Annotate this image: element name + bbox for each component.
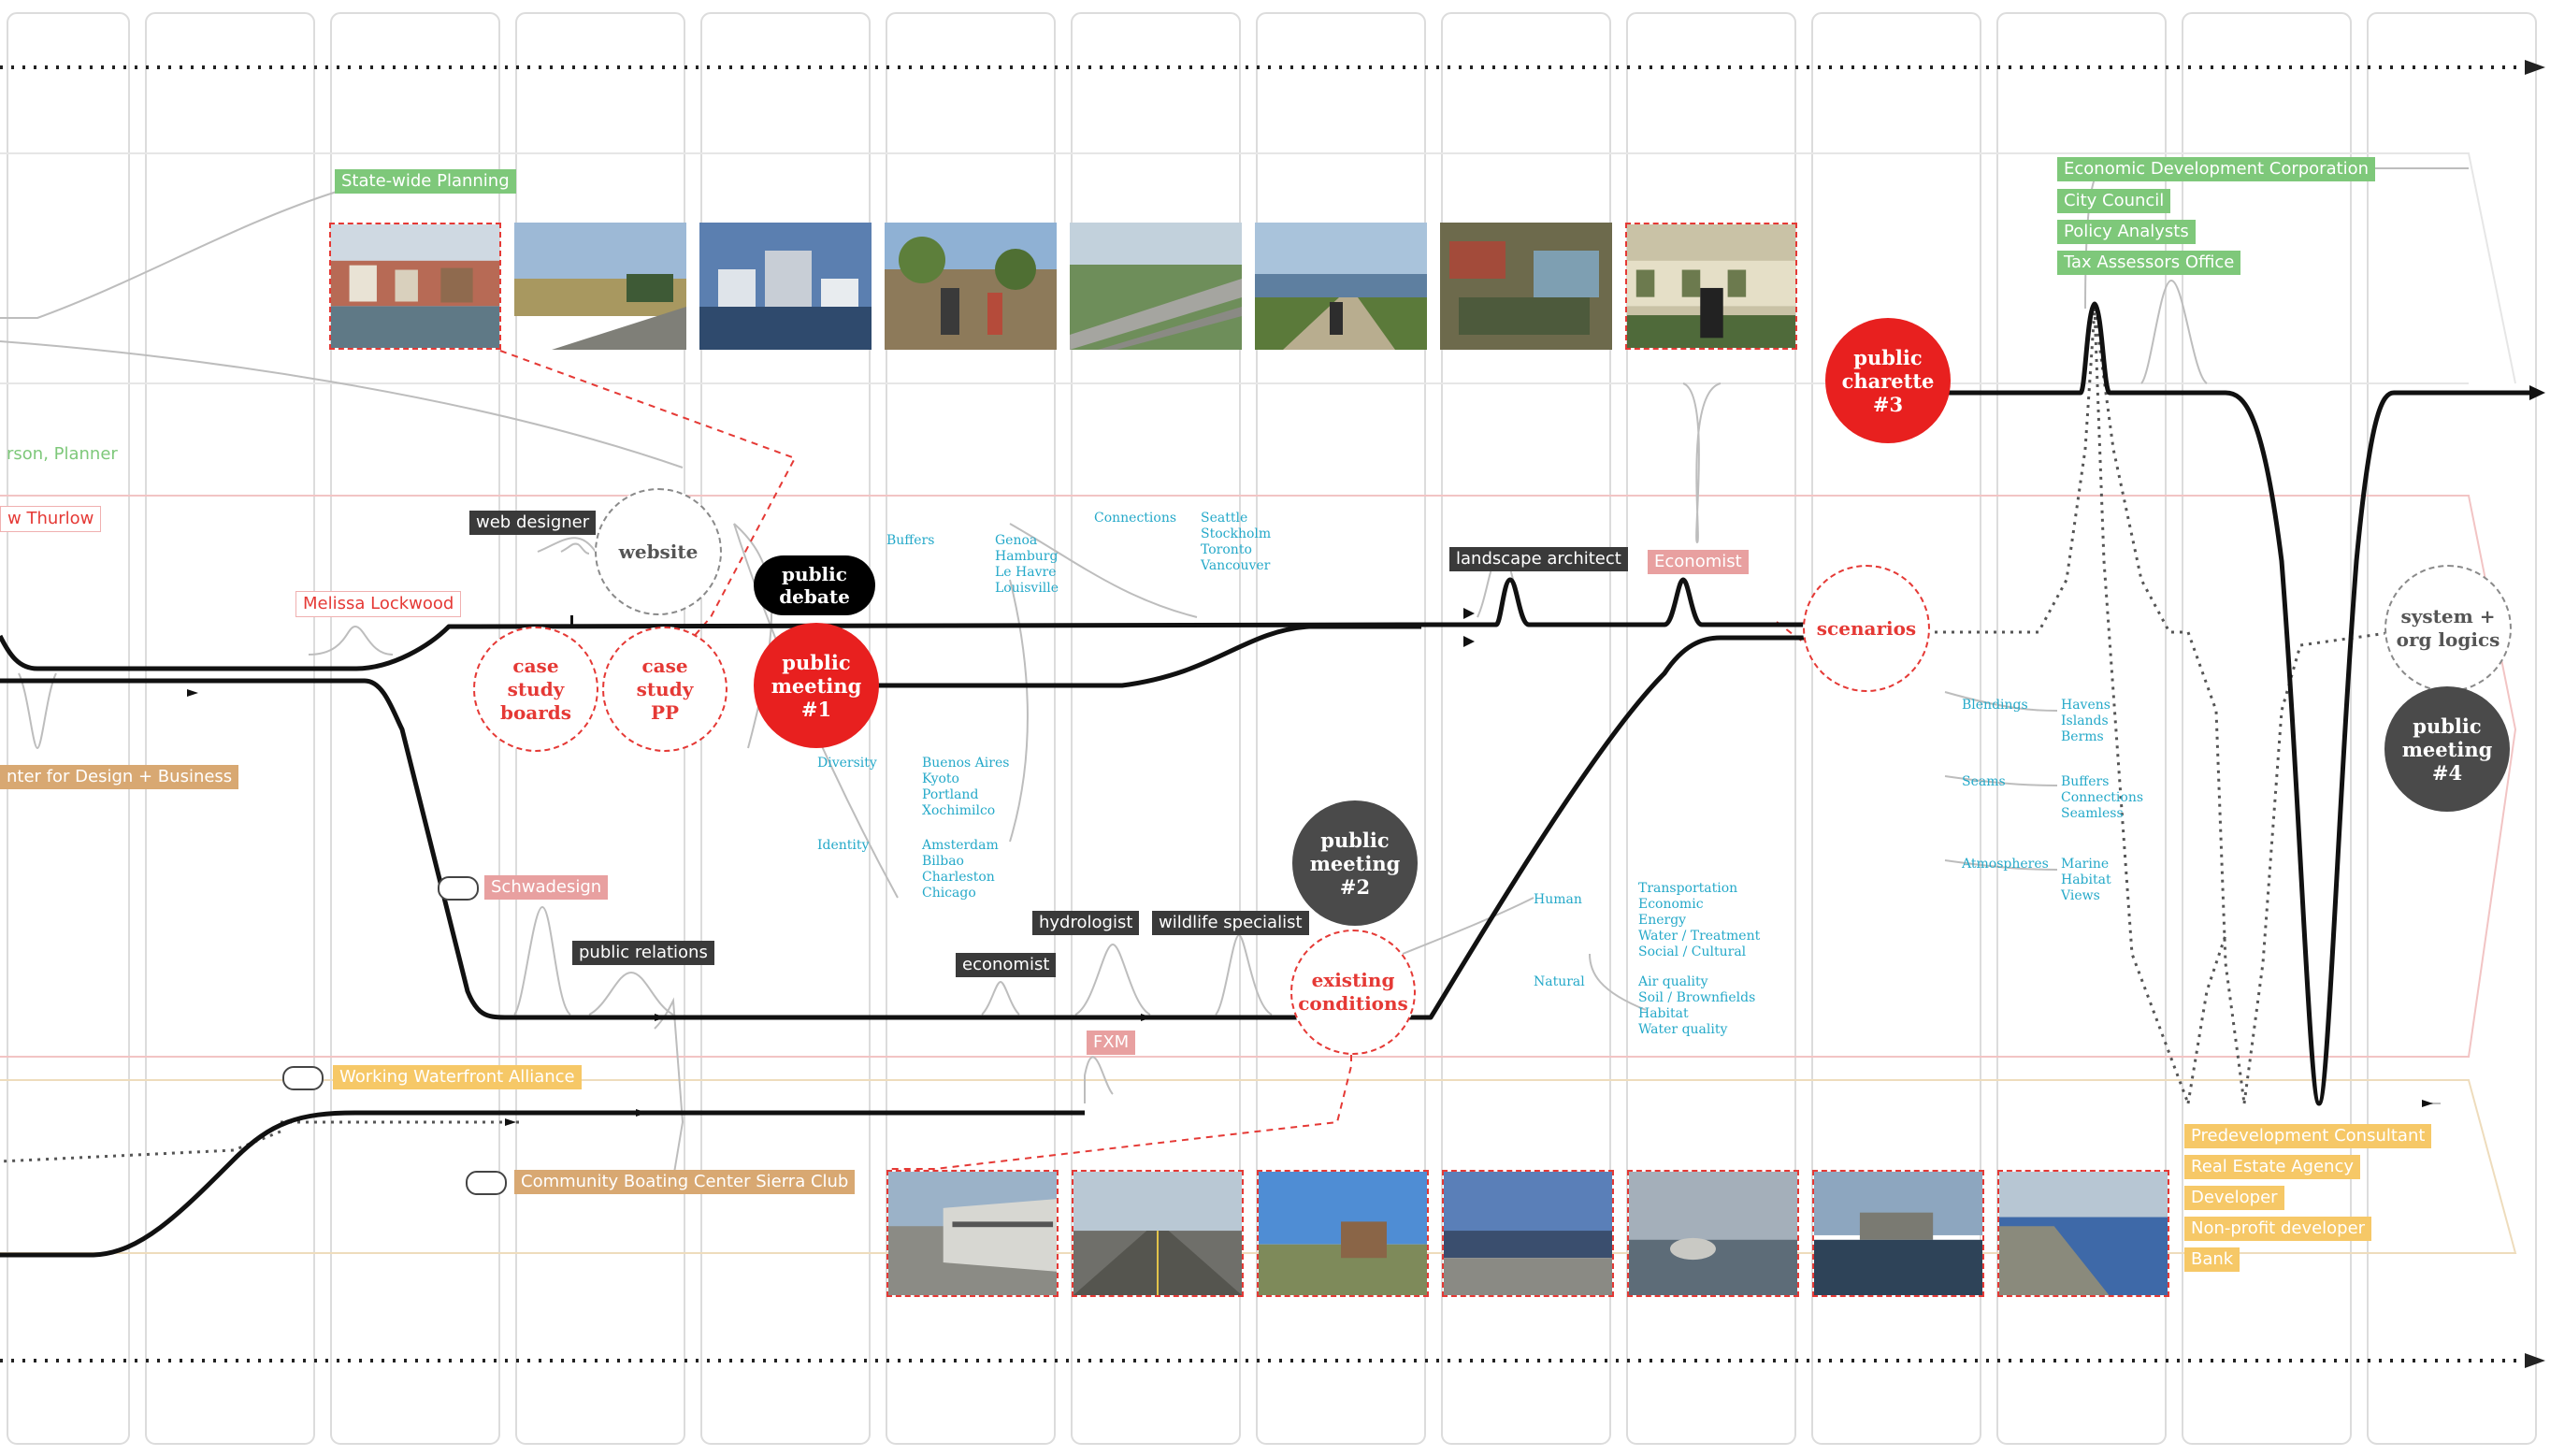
label-non-profit-developer: Non-profit developer	[2184, 1217, 2372, 1241]
annotation-connections-cities: Seattle Stockholm Toronto Vancouver	[1201, 511, 1272, 573]
node-public-charette-3[interactable]: public charette #3	[1825, 318, 1951, 443]
label-state-wide-planning: State-wide Planning	[335, 169, 516, 194]
annotation-blendings: Blendings	[1962, 698, 2028, 713]
label-developer: Developer	[2184, 1186, 2284, 1210]
case-study-photo[interactable]	[329, 223, 501, 350]
process-lines	[0, 301, 2534, 1258]
label-thurlow-partial: w Thurlow	[0, 506, 102, 532]
node-case-study-boards[interactable]: case study boards	[473, 627, 598, 752]
node-case-study-pp[interactable]: case study PP	[602, 627, 728, 752]
node-public-meeting-4[interactable]: public meeting #4	[2384, 686, 2510, 812]
label-landscape-architect: landscape architect	[1449, 547, 1628, 571]
node-existing-conditions[interactable]: existing conditions	[1290, 930, 1416, 1055]
annotation-human-items: Transportation Economic Energy Water / T…	[1638, 881, 1761, 959]
site-photo[interactable]	[1257, 1170, 1429, 1297]
node-public-meeting-1[interactable]: public meeting #1	[754, 623, 879, 748]
annotation-human: Human	[1534, 892, 1582, 907]
label-schwadesign: Schwadesign	[484, 875, 609, 900]
site-photo[interactable]	[886, 1170, 1059, 1297]
label-planner-partial: rson, Planner	[7, 444, 118, 464]
label-fxm: FXM	[1087, 1031, 1136, 1055]
label-bank: Bank	[2184, 1247, 2240, 1272]
site-photo[interactable]	[1812, 1170, 1984, 1297]
case-study-photo[interactable]	[1070, 223, 1242, 350]
site-photo[interactable]	[1072, 1170, 1244, 1297]
label-public-relations: public relations	[572, 941, 714, 965]
annotation-natural: Natural	[1534, 974, 1585, 989]
site-photo[interactable]	[1997, 1170, 2169, 1297]
gray-dotted-connectors	[0, 308, 2395, 1163]
annotation-natural-items: Air quality Soil / Brownfields Habitat W…	[1638, 974, 1756, 1037]
annotation-identity: Identity	[817, 838, 870, 853]
case-study-photo[interactable]	[1440, 223, 1612, 350]
node-public-debate[interactable]: public debate	[754, 555, 875, 615]
annotation-connections: Connections	[1094, 511, 1177, 526]
annotation-seams-items: Buffers Connections Seamless	[2061, 774, 2144, 821]
annotation-atmospheres: Atmospheres	[1962, 857, 2049, 872]
node-website[interactable]: website	[595, 488, 722, 615]
annotation-identity-cities: Amsterdam Bilbao Charleston Chicago	[922, 838, 999, 901]
site-photo[interactable]	[1627, 1170, 1799, 1297]
toggle-community-boating[interactable]	[466, 1171, 507, 1195]
site-photo[interactable]	[1442, 1170, 1614, 1297]
red-dashed-connectors	[499, 350, 1815, 1170]
annotation-diversity-cities: Buenos Aires Kyoto Portland Xochimilco	[922, 756, 1010, 818]
annotation-diversity: Diversity	[817, 756, 877, 771]
label-economist: economist	[956, 953, 1057, 977]
case-study-photo[interactable]	[699, 223, 872, 350]
case-study-photo[interactable]	[514, 223, 686, 350]
label-economic-development-corporation: Economic Development Corporation	[2057, 157, 2376, 181]
label-economist-pink: Economist	[1648, 550, 1749, 574]
label-real-estate-agency: Real Estate Agency	[2184, 1155, 2360, 1179]
case-study-photo[interactable]	[1255, 223, 1427, 350]
label-tax-assessors-office: Tax Assessors Office	[2057, 251, 2241, 275]
label-wildlife-specialist: wildlife specialist	[1152, 911, 1309, 935]
label-center-design-business: nter for Design + Business	[0, 765, 239, 789]
case-study-photo[interactable]	[885, 223, 1057, 350]
label-melissa-lockwood: Melissa Lockwood	[295, 591, 462, 617]
label-web-designer: web designer	[469, 511, 597, 535]
column-grid	[7, 12, 2537, 1445]
label-hydrologist: hydrologist	[1032, 911, 1140, 935]
node-public-meeting-2[interactable]: public meeting #2	[1292, 800, 1418, 926]
annotation-seams: Seams	[1962, 774, 2006, 789]
node-scenarios[interactable]: scenarios	[1803, 565, 1930, 692]
toggle-schwadesign[interactable]	[438, 876, 479, 901]
label-predevelopment-consultant: Predevelopment Consultant	[2184, 1124, 2432, 1148]
label-community-boating: Community Boating Center Sierra Club	[514, 1170, 856, 1194]
gray-connectors	[0, 167, 2469, 1179]
annotation-blendings-items: Havens Islands Berms	[2061, 698, 2111, 744]
label-policy-analysts: Policy Analysts	[2057, 220, 2196, 244]
label-city-council: City Council	[2057, 189, 2171, 213]
annotation-atmospheres-items: Marine Habitat Views	[2061, 857, 2111, 903]
arrow-ticks	[187, 608, 2433, 1126]
label-working-waterfront-alliance: Working Waterfront Alliance	[333, 1065, 582, 1089]
annotation-buffers: Buffers	[886, 533, 935, 548]
toggle-working-waterfront[interactable]	[282, 1066, 324, 1090]
node-system-org-logics[interactable]: system + org logics	[2384, 565, 2512, 692]
case-study-photo[interactable]	[1625, 223, 1797, 350]
horizontal-bands	[0, 152, 2517, 1254]
annotation-buffers-cities: Genoa Hamburg Le Havre Louisville	[995, 533, 1059, 596]
